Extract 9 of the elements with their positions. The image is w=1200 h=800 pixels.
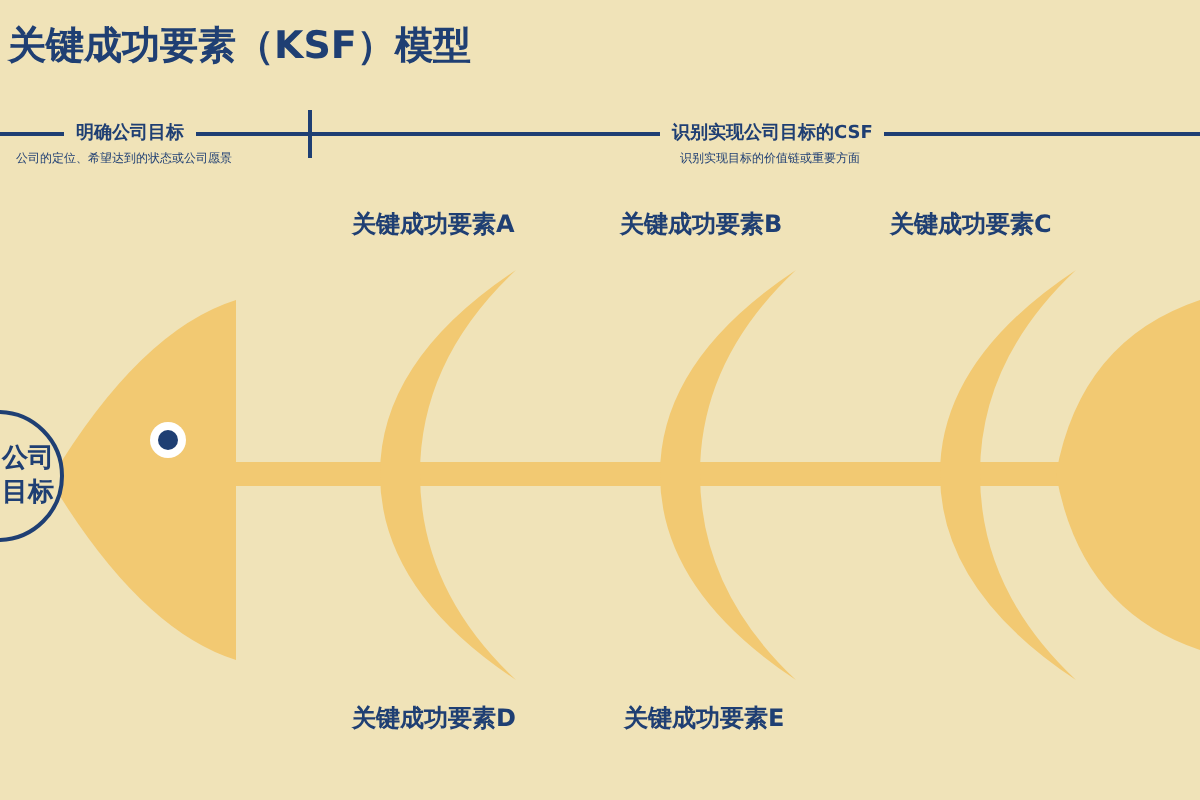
section-heading: 明确公司目标 bbox=[64, 120, 196, 146]
factor-label: 关键成功要素B bbox=[620, 208, 783, 242]
section-heading: 识别实现公司目标的CSF bbox=[660, 120, 885, 146]
goal-text: 公司目标 bbox=[0, 442, 56, 510]
factor-label: 关键成功要素C bbox=[890, 208, 1052, 242]
factor-label: 关键成功要素A bbox=[352, 208, 515, 242]
page-title: 关键成功要素（KSF）模型 bbox=[8, 22, 471, 72]
factor-label: 关键成功要素E bbox=[624, 702, 785, 736]
factor-label: 关键成功要素D bbox=[352, 702, 516, 736]
